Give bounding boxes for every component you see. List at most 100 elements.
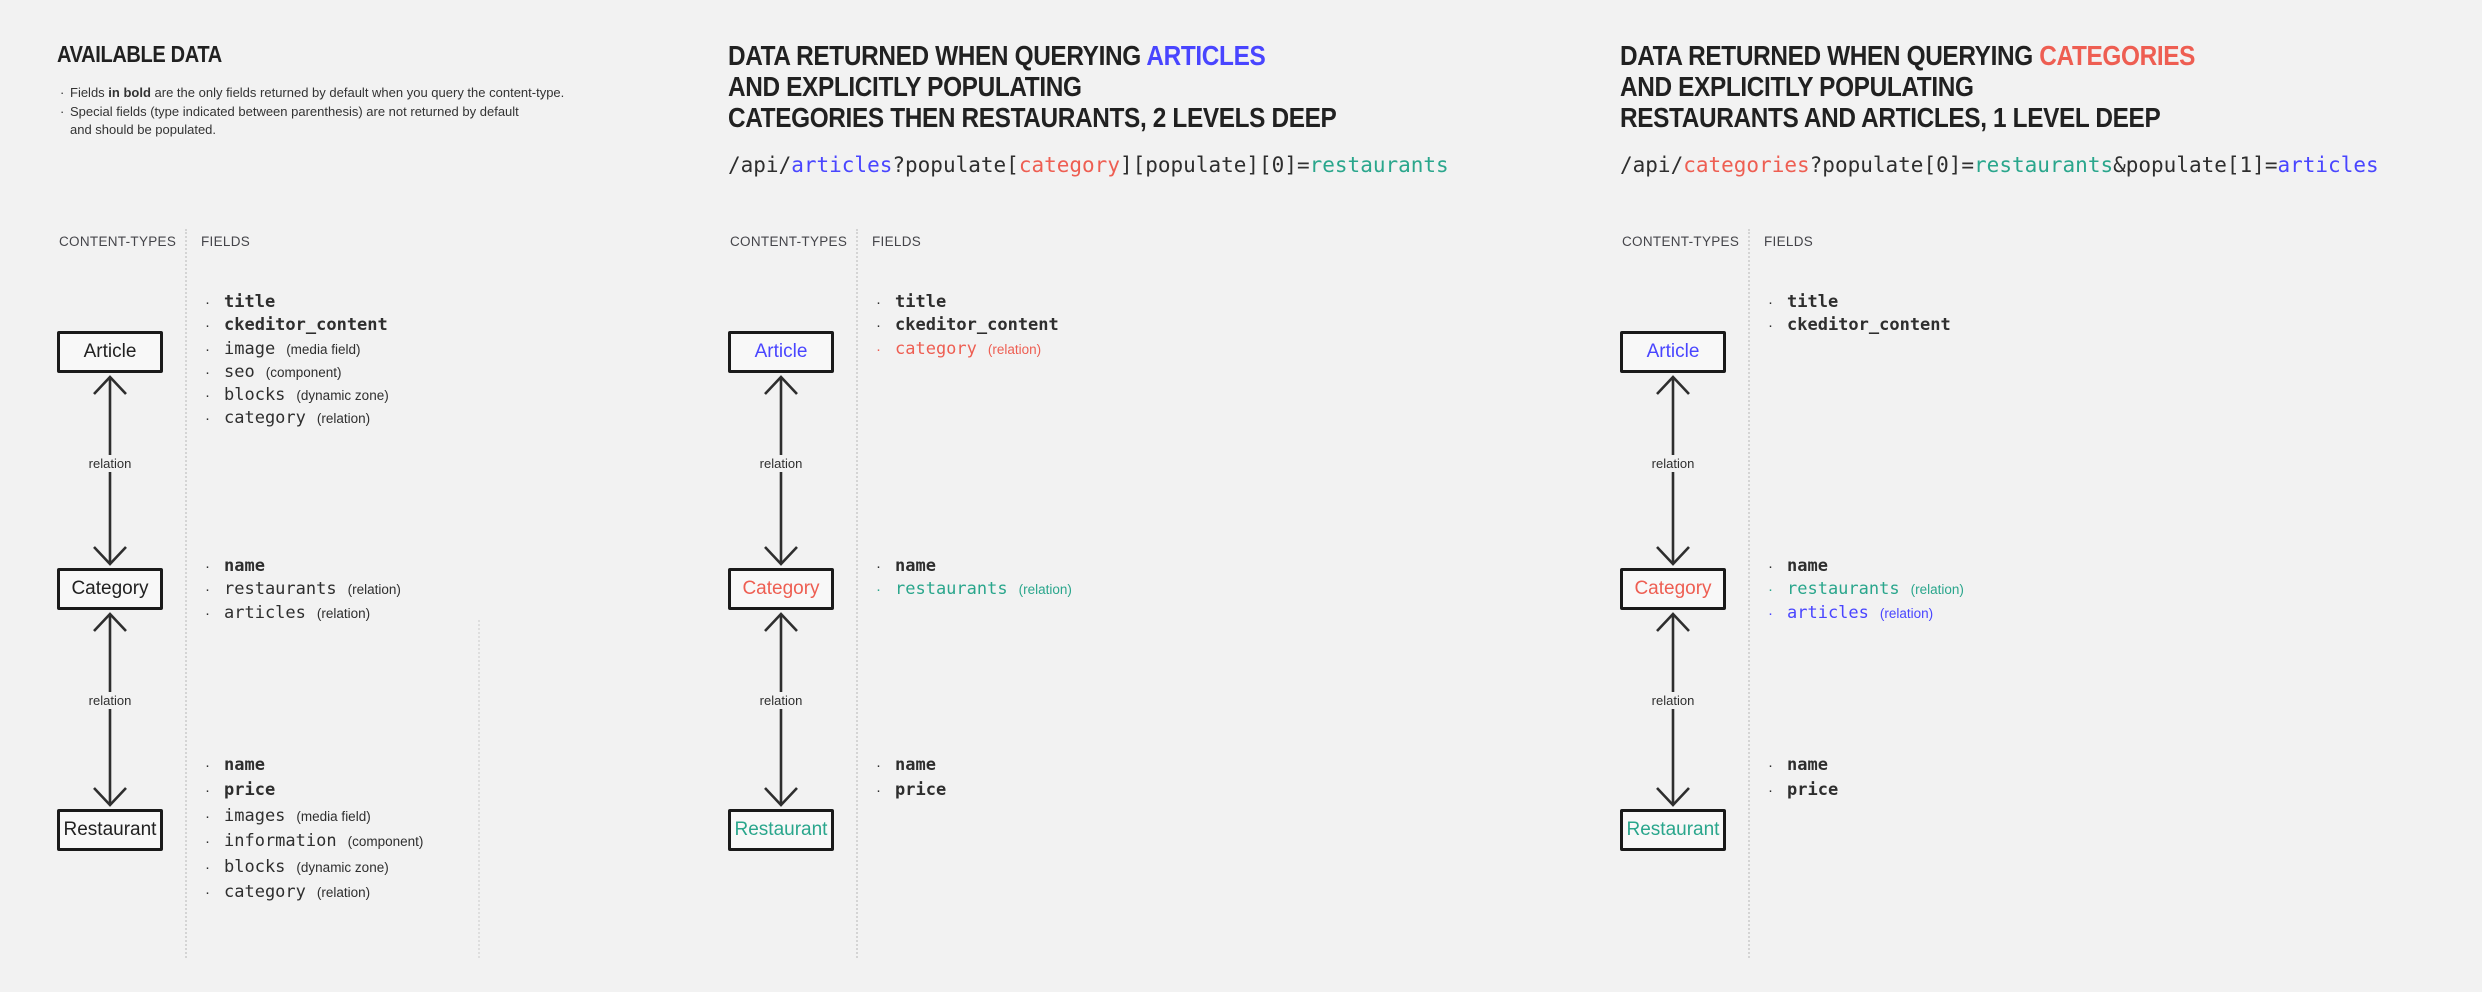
field-name: information bbox=[224, 831, 337, 852]
bullet-icon bbox=[205, 291, 224, 314]
api-segment: restaurants bbox=[1974, 153, 2114, 177]
field-row: category (relation) bbox=[205, 407, 399, 430]
relation-label: relation bbox=[83, 455, 137, 472]
content-type-label: Restaurant bbox=[734, 819, 828, 840]
content-type-label: Article bbox=[754, 341, 808, 362]
bullet-icon bbox=[205, 880, 224, 905]
bullet-icon bbox=[1768, 778, 1787, 803]
panel-querying-categories: DATA RETURNED WHEN QUERYING CATEGORIES A… bbox=[1620, 0, 2480, 992]
bullet-icon bbox=[205, 555, 224, 578]
field-name: ckeditor_content bbox=[895, 315, 1059, 336]
relation-arrow-icon bbox=[93, 612, 127, 807]
field-name: name bbox=[1787, 556, 1828, 576]
relation-label: relation bbox=[83, 692, 137, 709]
bullet-icon bbox=[876, 338, 895, 361]
field-row: price bbox=[876, 778, 957, 803]
field-row: ckeditor_content bbox=[205, 314, 399, 337]
field-name: images bbox=[224, 805, 286, 826]
field-name: price bbox=[895, 780, 947, 801]
field-row: name bbox=[1768, 555, 1964, 578]
content-type-label: Article bbox=[83, 341, 137, 362]
content-type-label: Category bbox=[1634, 578, 1712, 599]
field-type: (component) bbox=[265, 364, 342, 380]
fields-list-category: name restaurants(relation) articles(rela… bbox=[1768, 555, 1964, 625]
field-name: title bbox=[224, 292, 276, 312]
bullet-icon bbox=[876, 314, 895, 337]
relation-label: relation bbox=[754, 692, 808, 709]
panel-querying-articles: DATA RETURNED WHEN QUERYING ARTICLES AND… bbox=[728, 0, 1608, 992]
field-row: name bbox=[876, 555, 1072, 578]
bullet-icon bbox=[876, 578, 895, 601]
field-name: name bbox=[895, 556, 936, 576]
field-name: price bbox=[224, 780, 276, 801]
notes-list: Fields in bold are the only fields retur… bbox=[59, 84, 564, 140]
bullet-icon bbox=[1768, 753, 1787, 778]
column-divider-dotted-line bbox=[185, 229, 187, 958]
content-type-box-article: Article bbox=[728, 331, 834, 373]
field-type: (relation) bbox=[1018, 582, 1072, 598]
content-type-label: Restaurant bbox=[1626, 819, 1720, 840]
relation-label: relation bbox=[1646, 455, 1700, 472]
panel-available-data: AVAILABLE DATA Fields in bold are the on… bbox=[57, 0, 657, 992]
title-line: AND EXPLICITLY POPULATING bbox=[1620, 71, 1974, 102]
fields-list-restaurant: name price bbox=[1768, 753, 1849, 804]
field-name: title bbox=[895, 292, 947, 312]
field-type: (media field) bbox=[296, 808, 371, 824]
fields-list-category: name restaurants(relation) articles(rela… bbox=[205, 555, 401, 625]
note-text: Special fields (type indicated between p… bbox=[70, 103, 519, 119]
note-text: Fields bbox=[70, 85, 109, 100]
bullet-icon bbox=[205, 602, 224, 625]
field-type: (component) bbox=[347, 834, 424, 850]
api-segment: category bbox=[1018, 153, 1120, 177]
content-type-box-category: Category bbox=[728, 568, 834, 610]
relation-label: relation bbox=[1646, 692, 1700, 709]
content-type-box-article: Article bbox=[1620, 331, 1726, 373]
field-type: (relation) bbox=[316, 411, 371, 427]
field-name: seo bbox=[224, 361, 255, 382]
api-segment: articles bbox=[791, 153, 893, 177]
column-header-content-types: CONTENT-TYPES bbox=[1622, 234, 1740, 249]
field-name: restaurants bbox=[895, 579, 1008, 600]
bullet-icon bbox=[1768, 602, 1787, 625]
field-type: (dynamic zone) bbox=[296, 859, 389, 875]
field-row: name bbox=[876, 753, 957, 778]
content-type-label: Category bbox=[71, 578, 149, 599]
field-name: restaurants bbox=[1787, 579, 1900, 600]
column-header-fields: FIELDS bbox=[201, 234, 251, 249]
bullet-icon bbox=[205, 753, 224, 778]
api-segment: categories bbox=[1683, 153, 1810, 177]
bullet-icon bbox=[1768, 291, 1787, 314]
field-row: blocks(dynamic zone) bbox=[205, 855, 423, 880]
content-type-box-restaurant: Restaurant bbox=[728, 809, 834, 851]
relation-label: relation bbox=[754, 455, 808, 472]
column-header-content-types: CONTENT-TYPES bbox=[59, 234, 177, 249]
field-name: ckeditor_content bbox=[224, 315, 388, 336]
relation-arrow-icon bbox=[1656, 612, 1690, 807]
field-row: title bbox=[876, 291, 1070, 314]
bullet-icon bbox=[876, 753, 895, 778]
field-row: price bbox=[205, 778, 423, 803]
field-name: articles bbox=[224, 602, 306, 623]
field-name: category bbox=[224, 408, 306, 429]
title-line: RESTAURANTS AND ARTICLES, 1 LEVEL DEEP bbox=[1620, 102, 2161, 133]
fields-list-category: name restaurants (relation) bbox=[876, 555, 1072, 602]
bullet-icon bbox=[205, 314, 224, 337]
api-segment: ?populate[0]= bbox=[1809, 153, 1975, 177]
fields-list-article: title ckeditor_content image(media field… bbox=[205, 291, 399, 431]
column-divider-dotted-line bbox=[1748, 229, 1750, 958]
field-name: name bbox=[1787, 755, 1828, 775]
content-type-box-category: Category bbox=[57, 568, 163, 610]
column-divider-dotted-line bbox=[856, 229, 858, 958]
field-row: image(media field) bbox=[205, 338, 399, 361]
note-bold-text: in bold bbox=[108, 85, 151, 100]
field-name: articles bbox=[1787, 602, 1869, 623]
bullet-icon bbox=[205, 407, 224, 430]
field-row: title bbox=[1768, 291, 1962, 314]
field-type: (relation) bbox=[1879, 605, 1934, 621]
bullet-icon bbox=[205, 778, 224, 803]
field-name: name bbox=[224, 755, 265, 775]
bullet-icon bbox=[205, 384, 224, 407]
field-row: seo (component) bbox=[205, 361, 399, 384]
field-name: category bbox=[895, 338, 977, 359]
field-row: name bbox=[205, 753, 423, 778]
